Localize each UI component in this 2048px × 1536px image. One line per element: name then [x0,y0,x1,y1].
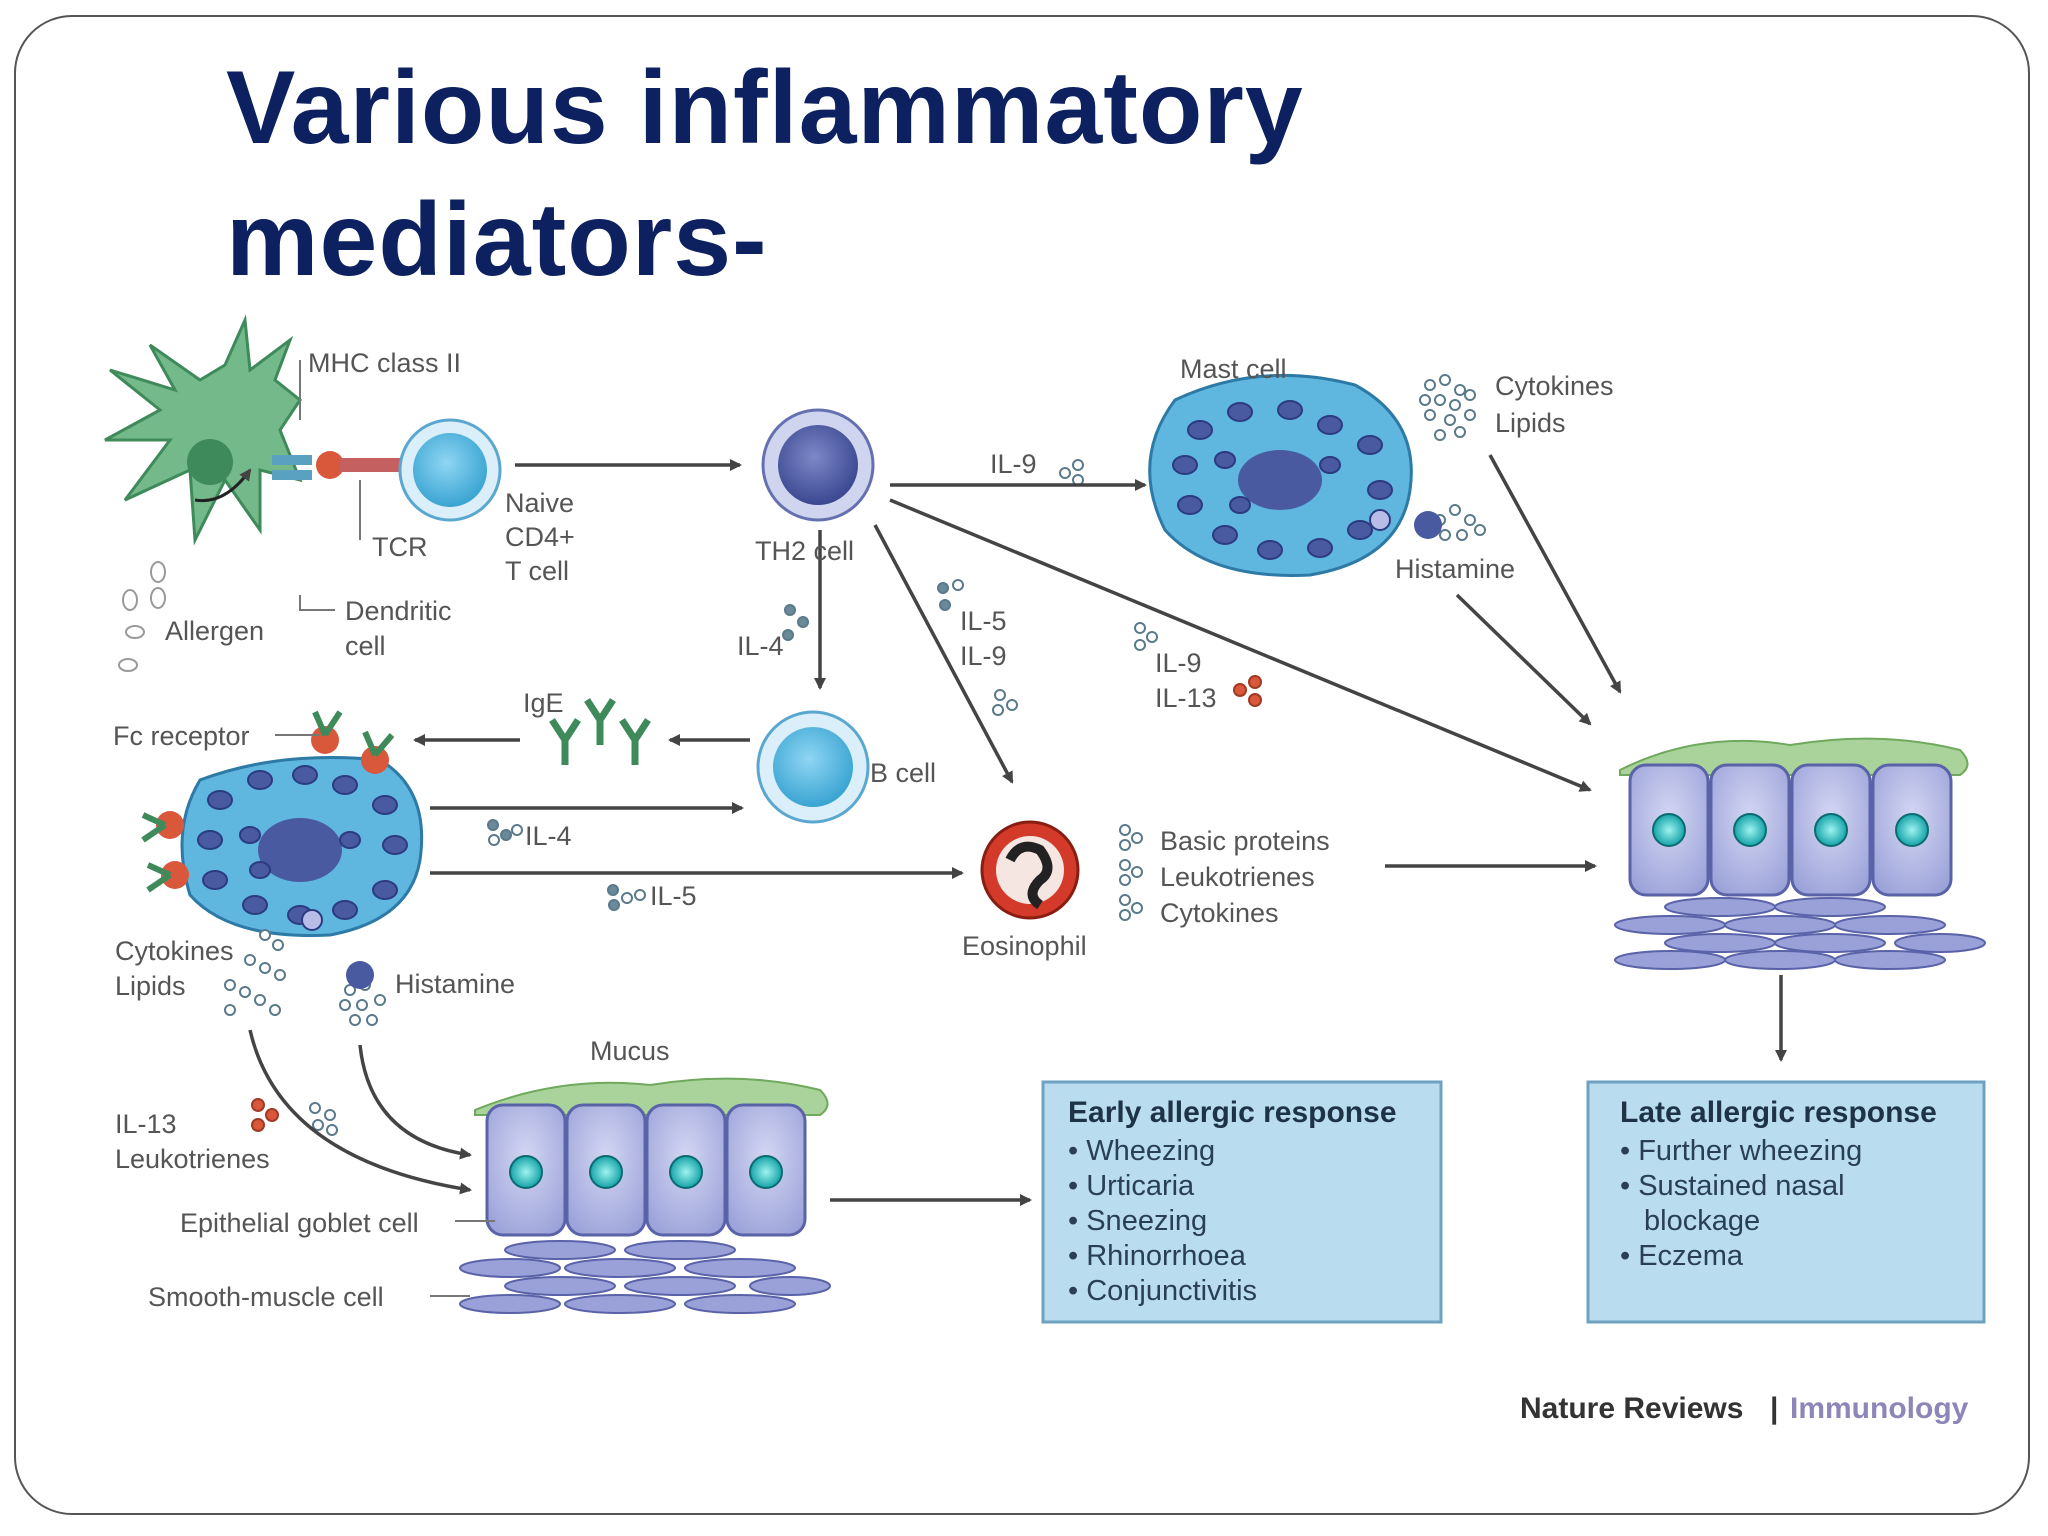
th2-cell [761,408,875,522]
label-tcr: TCR [372,532,428,562]
label-dendritic-1: Dendritic [345,596,452,626]
credit-line: Nature Reviews | Immunology [1520,1392,1969,1425]
early-tissue [459,1077,831,1314]
credit-separator: | [1770,1392,1778,1425]
label-mast-cell: Mast cell [1180,354,1287,384]
histamine-granule-left [346,961,374,989]
late-item: • Sustained nasal [1620,1170,1845,1202]
diagram-labels: MHC class II TCR Naive CD4+ T cell Aller… [113,348,1614,1312]
late-item: blockage [1644,1205,1760,1237]
mast-cell-top [1148,373,1413,577]
title-line-1: Various inflammatory [226,50,1304,166]
label-naive-1: Naive [505,488,574,518]
label-eosinophil: Eosinophil [962,931,1087,961]
label-naive-3: T cell [505,556,569,586]
label-mhc: MHC class II [308,348,461,378]
b-cell [756,710,870,824]
ige-antibodies [549,698,651,765]
allergen-particles [118,561,166,672]
label-cytokines-eos: Cytokines [1160,898,1279,928]
early-response-box: Early allergic response • Wheezing • Urt… [1041,1080,1443,1324]
label-il4-mid: IL-4 [525,821,572,851]
label-histamine-top: Histamine [1395,554,1515,584]
early-item: • Urticaria [1068,1170,1195,1202]
label-leukotrienes-left: Leukotrienes [115,1144,270,1174]
label-cytokines-left: Cytokines [115,936,234,966]
label-goblet-cell: Epithelial goblet cell [180,1208,419,1238]
label-allergen: Allergen [165,616,264,646]
label-b-cell: B cell [870,758,936,788]
credit-journal: Nature Reviews [1520,1392,1743,1425]
label-il9-eos: IL-9 [960,641,1007,671]
early-item: • Conjunctivitis [1068,1275,1257,1307]
label-il5: IL-5 [960,606,1007,636]
label-il13-left: IL-13 [115,1109,177,1139]
label-lipids-top: Lipids [1495,408,1566,438]
label-il9-mast: IL-9 [990,449,1037,479]
early-title: Early allergic response [1068,1096,1397,1129]
mast-cell-left [141,710,424,937]
pathway-arrows [248,454,1787,1206]
title-line-2: mediators- [226,182,768,298]
leader-lines [275,360,495,1297]
label-cytokines-top: Cytokines [1495,371,1614,401]
early-item: • Wheezing [1068,1135,1215,1167]
credit-section: Immunology [1790,1392,1969,1425]
label-lipids-left: Lipids [115,971,186,1001]
late-tissue [1614,737,1986,970]
late-response-box: Late allergic response • Further wheezin… [1586,1080,1986,1324]
label-il5-mid: IL-5 [650,881,697,911]
label-dendritic-2: cell [345,631,386,661]
slide-title: Various inflammatory mediators- [226,42,1304,306]
label-fc-receptor: Fc receptor [113,721,250,751]
dendritic-cell [104,314,400,546]
label-il4-top: IL-4 [737,631,784,661]
label-mucus: Mucus [590,1036,670,1066]
label-il9-b: IL-9 [1155,648,1202,678]
early-item: • Sneezing [1068,1205,1207,1237]
label-naive-2: CD4+ [505,522,575,552]
label-ige: IgE [523,688,564,718]
late-title: Late allergic response [1620,1096,1937,1129]
mediator-dots [224,374,1486,1136]
label-th2: TH2 cell [755,536,854,566]
label-il13-b: IL-13 [1155,683,1217,713]
label-smooth-muscle: Smooth-muscle cell [148,1282,384,1312]
eosinophil-cell [980,820,1080,920]
naive-t-cell [398,418,502,522]
early-item: • Rhinorrhoea [1068,1240,1247,1272]
histamine-granule-top [1414,511,1442,539]
late-item: • Eczema [1620,1240,1744,1272]
label-basic-proteins: Basic proteins [1160,826,1330,856]
label-histamine-left: Histamine [395,969,515,999]
late-item: • Further wheezing [1620,1135,1862,1167]
label-leukotrienes: Leukotrienes [1160,862,1315,892]
